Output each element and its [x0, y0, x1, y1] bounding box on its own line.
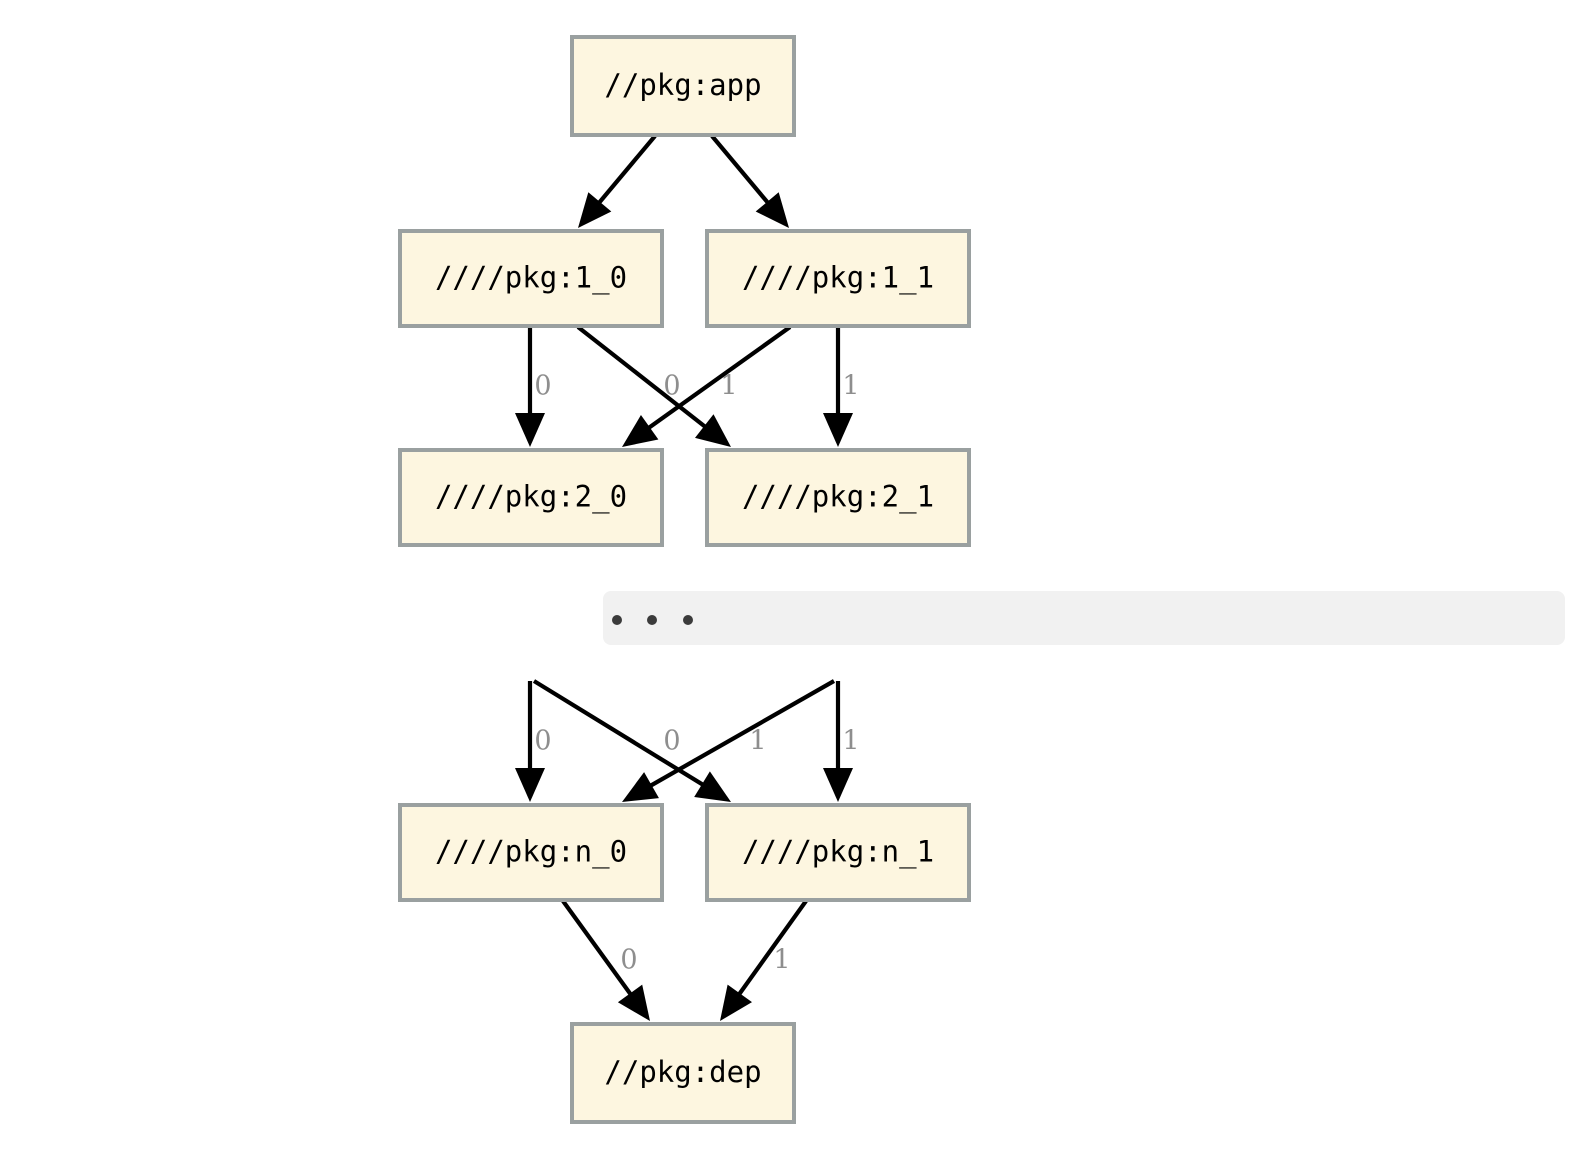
graph-edge: [823, 681, 853, 802]
graph-edge: [515, 327, 545, 447]
node-label: ////pkg:2_1: [742, 480, 934, 515]
node-label: ////pkg:1_0: [435, 261, 627, 296]
nodes-layer: //pkg:app ////pkg:1_0 ////pkg:1_1 ////pkg:2…: [398, 35, 971, 1124]
edge-label: 1: [720, 371, 737, 402]
ellipsis-dot: [683, 615, 693, 625]
graph-node-nn_0[interactable]: ////pkg:n_0: [398, 803, 664, 902]
edge-label: 0: [663, 726, 680, 757]
edges-layer: [515, 134, 853, 1021]
graph-edge: [622, 325, 792, 447]
graph-edge: [532, 679, 731, 802]
graph-edge: [622, 679, 836, 802]
graph-edge: [576, 325, 731, 447]
ellipsis-band: [603, 591, 1565, 645]
node-label: ////pkg:n_0: [435, 835, 627, 870]
edge-label: 1: [842, 371, 859, 402]
graph-edge: [823, 327, 853, 447]
graph-node-n2_1[interactable]: ////pkg:2_1: [705, 448, 971, 547]
edge-label: 0: [534, 371, 551, 402]
node-label: ////pkg:2_0: [435, 480, 627, 515]
graph-edge: [578, 134, 657, 228]
graph-node-app[interactable]: //pkg:app: [570, 35, 796, 137]
graph-node-n1_0[interactable]: ////pkg:1_0: [398, 229, 664, 328]
edge-label: 0: [620, 945, 637, 976]
edge-label: 1: [842, 726, 859, 757]
edge-label: 1: [749, 726, 766, 757]
graph-edge: [710, 134, 789, 228]
edge-label: 0: [663, 371, 680, 402]
graph-node-n2_0[interactable]: ////pkg:2_0: [398, 448, 664, 547]
node-label: ////pkg:1_1: [742, 261, 934, 296]
node-label: ////pkg:n_1: [742, 835, 934, 870]
graph-node-dep[interactable]: //pkg:dep: [570, 1022, 796, 1124]
node-label: //pkg:dep: [604, 1055, 761, 1089]
graph-edge: [515, 681, 545, 802]
graph-edge: [720, 899, 808, 1021]
node-label: //pkg:app: [604, 68, 761, 102]
ellipsis-band-layer: [603, 591, 1565, 645]
ellipsis-dot: [612, 615, 622, 625]
graph-node-nn_1[interactable]: ////pkg:n_1: [705, 803, 971, 902]
edge-label: 0: [534, 726, 551, 757]
edge-labels-layer: 0 0 1 1 0 0 1 1 0 1: [534, 371, 859, 976]
edge-label: 1: [773, 945, 790, 976]
graph-edge: [561, 899, 650, 1021]
graph-node-n1_1[interactable]: ////pkg:1_1: [705, 229, 971, 328]
ellipsis-dot: [647, 615, 657, 625]
